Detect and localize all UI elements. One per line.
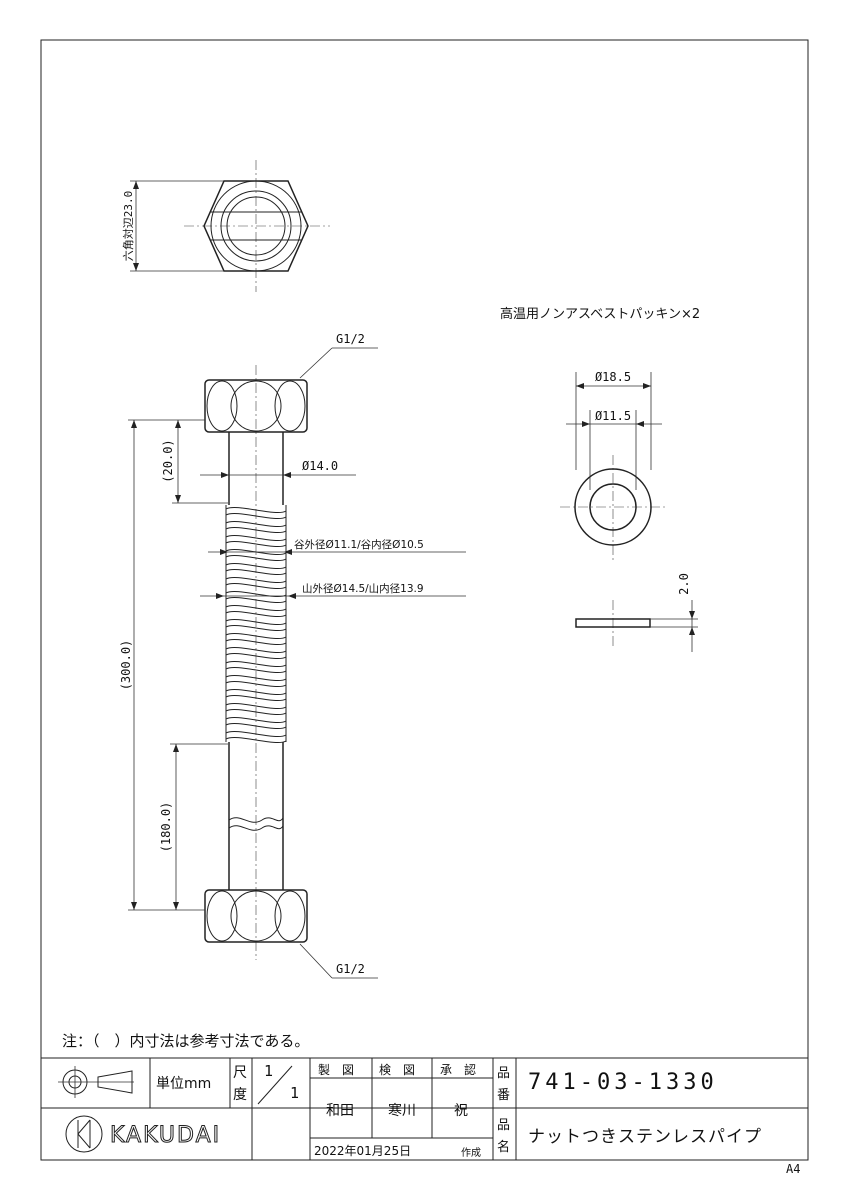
drawing-note: 注：（ ）内寸法は参考寸法である。: [62, 1032, 310, 1050]
part-no-label-1: 品: [497, 1066, 511, 1081]
corrugation-rib: [225, 577, 287, 589]
part-name: ナットつきステンレスパイプ: [528, 1127, 762, 1147]
corrugation-rib: [225, 619, 287, 631]
part-name-label-2: 名: [497, 1140, 511, 1155]
approved-by-label: 承 認: [440, 1063, 477, 1077]
thread-label-bottom: G1/2: [336, 962, 365, 976]
corrugation-rib: [225, 703, 287, 715]
corrugation-rib: [225, 633, 287, 645]
corrugation-rib: [225, 563, 287, 575]
packing-outer-dim: Ø18.5: [595, 370, 631, 384]
dim-peak: 山外径Ø14.5/山内径13.9: [302, 582, 424, 595]
thread-label-top: G1/2: [336, 332, 365, 346]
created-date: 2022年01月25日: [314, 1144, 412, 1158]
bottom-nut: [204, 889, 308, 943]
scale-label-1: 尺: [233, 1065, 247, 1081]
paper-size: A4: [786, 1162, 801, 1176]
scale-label-2: 度: [233, 1087, 247, 1103]
packing-drawing: 高温用ノンアスベストパッキン×2 Ø18.5 Ø11.5 2.0: [500, 306, 700, 652]
kakudai-logo: KAKUDAI: [65, 1115, 221, 1153]
part-name-label-1: 品: [497, 1118, 511, 1133]
corrugation-rib: [225, 507, 287, 519]
drawing-border: [40, 39, 809, 1161]
pipe-side-view: G1/2 G1/2 (300.0) (20.0) (180.0) Ø14.0: [119, 332, 466, 979]
packing-title: 高温用ノンアスベストパッキン×2: [500, 306, 700, 322]
title-block: KAKUDAI: [41, 1057, 808, 1160]
packing-inner-ring: [589, 483, 637, 531]
dim-nut-length: (20.0): [161, 439, 175, 482]
made-by-name: 和田: [326, 1103, 354, 1119]
corrugated-section: [225, 507, 287, 743]
corrugation-rib: [225, 661, 287, 673]
packing-side-view: [575, 618, 651, 628]
scale-numerator: 1: [264, 1062, 274, 1080]
corrugation-rib: [225, 605, 287, 617]
hex-nut-end-view: 六角対辺23.0: [121, 160, 330, 292]
top-nut: [204, 379, 308, 433]
corrugation-rib: [225, 535, 287, 547]
corrugation-rib: [225, 647, 287, 659]
packing-outer-ring: [574, 468, 652, 546]
created-suffix: 作成: [461, 1148, 481, 1159]
dim-valley: 谷外径Ø11.1/谷内径Ø10.5: [294, 538, 424, 551]
checked-by-label: 検 図: [379, 1063, 416, 1077]
hex-dimension-label: 六角対辺23.0: [121, 191, 135, 262]
part-number: 741-03-1330: [528, 1070, 718, 1095]
part-no-label-2: 番: [497, 1088, 511, 1103]
packing-thickness-dim: 2.0: [677, 573, 691, 595]
unit-label: 単位mm: [156, 1076, 212, 1092]
corrugation-rib: [225, 675, 287, 687]
checked-by-name: 寒川: [388, 1103, 416, 1119]
approved-by-name: 祝: [454, 1103, 468, 1119]
company-name: KAKUDAI: [110, 1123, 221, 1148]
corrugation-rib: [225, 689, 287, 701]
corrugation-rib: [225, 717, 287, 729]
corrugation-rib: [225, 521, 287, 533]
dim-straight-length: (180.0): [159, 802, 173, 853]
dim-diameter: Ø14.0: [302, 459, 338, 473]
projection-symbol-icon: [58, 1066, 134, 1098]
made-by-label: 製 図: [318, 1063, 355, 1077]
scale-denominator: 1: [290, 1084, 300, 1102]
packing-inner-dim: Ø11.5: [595, 409, 631, 423]
dim-total-length: (300.0): [119, 640, 133, 691]
